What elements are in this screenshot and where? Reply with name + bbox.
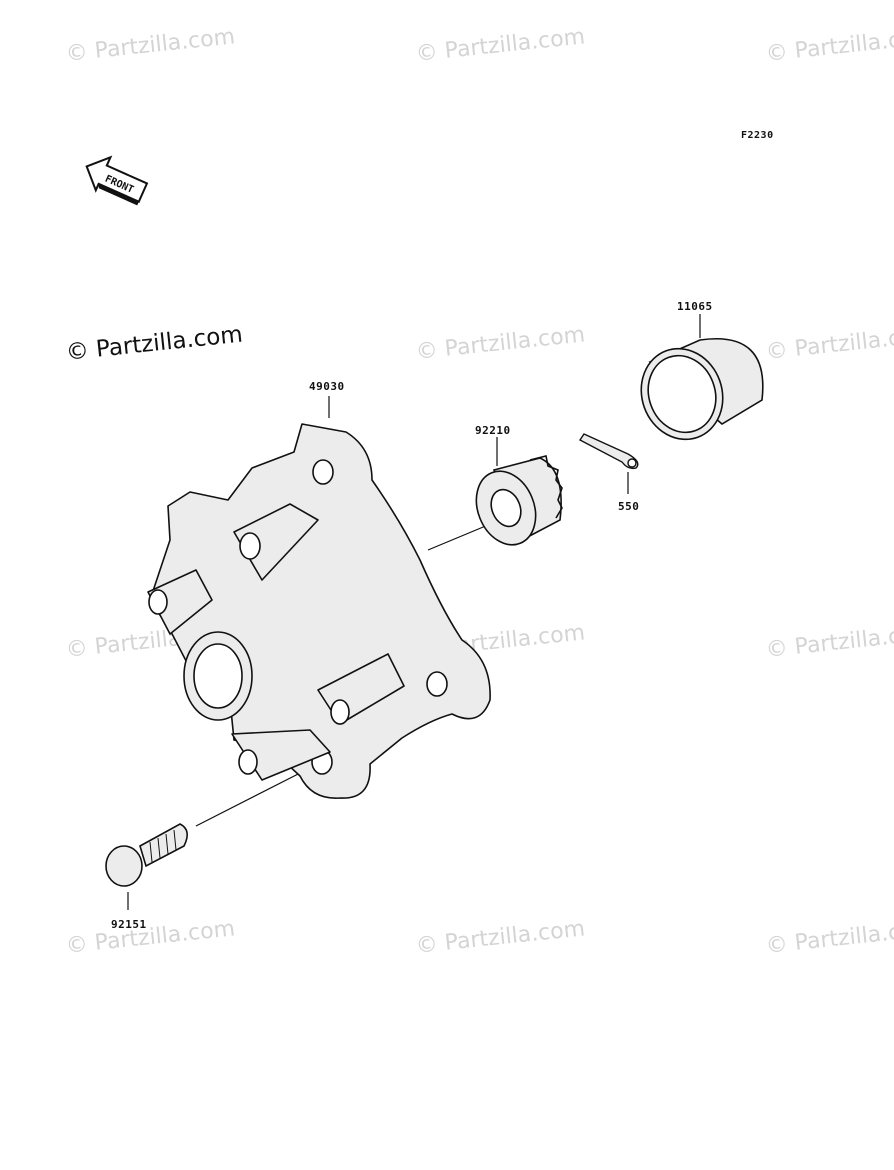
front-arrow-icon: FRONT [85, 155, 149, 206]
part-11065-cap[interactable] [629, 337, 764, 451]
part-92210-nut[interactable] [466, 455, 563, 554]
part-label-49030: 49030 [309, 380, 345, 393]
figure-code: F2230 [741, 130, 774, 141]
part-label-550: 550 [618, 500, 639, 513]
part-label-92151: 92151 [111, 918, 147, 931]
part-92151-bolt[interactable] [105, 823, 188, 887]
part-49030-hub[interactable] [147, 423, 491, 799]
part-label-92210: 92210 [475, 424, 511, 437]
part-label-11065: 11065 [677, 300, 713, 313]
part-550-cotter-pin[interactable] [578, 433, 639, 470]
